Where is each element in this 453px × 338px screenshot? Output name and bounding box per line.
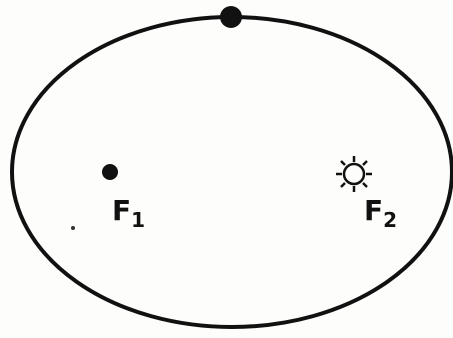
stray-mark — [71, 226, 75, 230]
focus-1-subscript: 1 — [131, 208, 145, 232]
planet-dot-icon — [220, 6, 242, 28]
focus-1-label: F1 — [112, 194, 145, 232]
focus-2-letter: F — [364, 194, 383, 227]
focus-2-subscript: 2 — [383, 208, 397, 232]
orbit-ellipse — [10, 15, 453, 329]
focus-dot-icon — [102, 164, 118, 180]
focus-1-letter: F — [112, 194, 131, 227]
sun-star-icon — [336, 156, 372, 192]
focus-2-label: F2 — [364, 194, 397, 232]
